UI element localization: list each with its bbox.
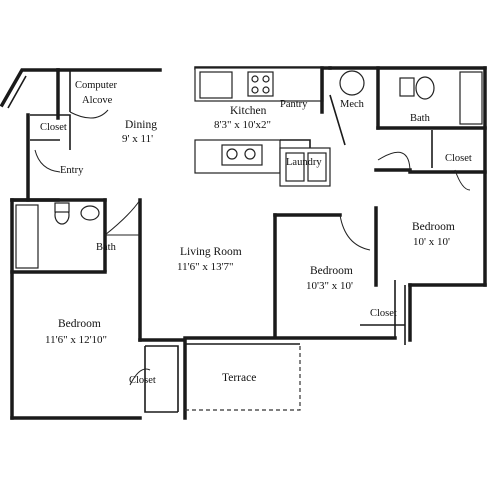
room-labels: Computer Alcove Closet Entry Dining 9' x… [40,80,472,386]
living-room-label: Living Room [180,246,242,258]
bath-top-label: Bath [410,113,431,124]
kitchen-label: Kitchen [230,105,267,117]
pantry-label: Pantry [280,99,308,110]
mech-label: Mech [340,99,365,110]
bedroom-right-label: Bedroom [412,221,455,233]
laundry-label: Laundry [286,157,322,168]
terrace-label: Terrace [222,372,256,384]
closet-entry-label: Closet [40,122,67,133]
computer-alcove-label-2: Alcove [82,95,113,106]
dining-label: Dining [125,119,157,131]
dining-size: 9' x 11' [122,133,153,145]
door-swings [34,109,471,386]
kitchen-size: 8'3" x 10'x2" [214,119,271,131]
bedroom-right-size: 10' x 10' [413,236,450,248]
living-room-size: 11'6" x 13'7" [177,261,234,273]
closet-mid-label: Closet [370,308,397,319]
entry-label: Entry [60,165,84,176]
terrace [185,344,301,411]
bath-left-label: Bath [96,242,117,253]
bedroom-left-size: 11'6" x 12'10" [45,334,107,346]
closet-top-label: Closet [445,153,472,164]
bedroom-mid-label: Bedroom [310,265,353,277]
computer-alcove-label-1: Computer [75,80,117,91]
fixtures [15,70,483,269]
bedroom-mid-size: 10'3" x 10' [306,280,353,292]
closet-left-label: Closet [129,375,156,386]
bedroom-left-label: Bedroom [58,318,101,330]
